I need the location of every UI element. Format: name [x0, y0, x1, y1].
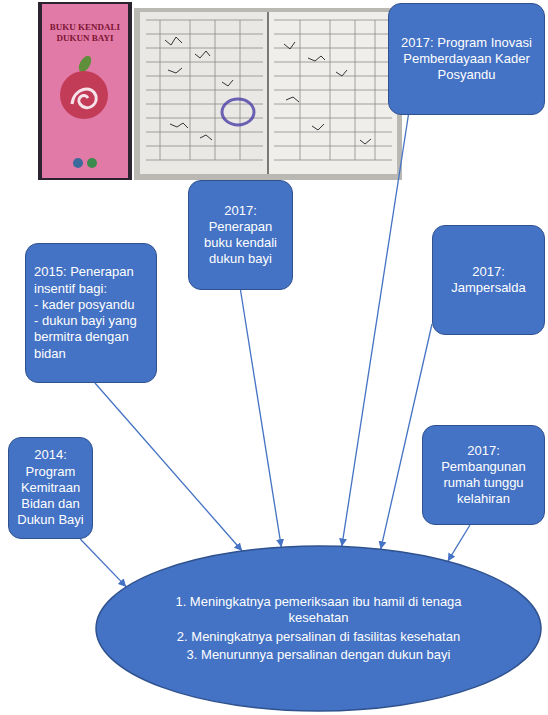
photo-ground — [38, 2, 132, 180]
arrow-connector — [80, 539, 126, 587]
box-text: 2014: Program Kemitraan Bidan dan Dukun … — [17, 447, 84, 528]
outcome-list: 1. Meningkatnya pemeriksaan ibu hamil di… — [169, 591, 469, 665]
box-text: - kader posyandu — [34, 297, 148, 313]
emblem-swirl — [72, 89, 96, 108]
program-box: 2017: Program Inovasi Pemberdayaan Kader… — [388, 3, 545, 115]
arrow-connector — [342, 115, 409, 546]
program-box: 2017: Pembangunan rumah tunggu kelahiran — [422, 425, 545, 525]
program-box: 2017: Penerapan buku kendali dukun bayi — [188, 180, 293, 290]
box-text: 2017: Program Inovasi Pemberdayaan Kader… — [397, 35, 536, 84]
table-grid — [274, 20, 392, 160]
outcome-ellipse: 1. Meningkatnya pemeriksaan ibu hamil di… — [95, 545, 542, 712]
arrow-connector — [95, 383, 242, 551]
box-text: - dukun bayi yang bermitra dengan bidan — [34, 313, 148, 362]
program-box: 2014: Program Kemitraan Bidan dan Dukun … — [8, 437, 93, 539]
outcome-item: 1. Meningkatnya pemeriksaan ibu hamil di… — [169, 594, 469, 625]
book-cover-photo — [38, 2, 132, 180]
logo-mark — [73, 158, 83, 168]
book-page — [269, 12, 397, 174]
box-text: 2017: Jampersalda — [441, 264, 536, 297]
outcome-item: 3. Menurunnya persalinan dengan dukun ba… — [169, 647, 469, 663]
stamp-mark — [222, 99, 254, 125]
cover-page — [42, 4, 128, 178]
logo-mark — [87, 158, 97, 168]
book-spine — [267, 12, 269, 174]
ellipse-outline — [96, 546, 541, 711]
outcome-item: 2. Meningkatnya persalinan di fasilitas … — [169, 629, 469, 645]
box-text: 2015: Penerapan insentif bagi: — [34, 264, 148, 297]
photo-ground — [134, 8, 402, 180]
arrow-connector — [241, 290, 282, 547]
arrow-connector — [448, 525, 470, 561]
program-box: 2017: Jampersalda — [432, 225, 545, 335]
table-grid — [146, 20, 263, 160]
program-box: 2015: Penerapan insentif bagi:- kader po… — [25, 243, 157, 383]
cover-title: BUKU KENDALI DUKUN BAYI — [46, 22, 124, 44]
open-book-photo — [134, 8, 402, 180]
book-page — [140, 12, 267, 174]
box-text: 2017: Pembangunan rumah tunggu kelahiran — [431, 443, 536, 508]
cover-emblem — [60, 71, 108, 119]
box-text: 2017: Penerapan buku kendali dukun bayi — [197, 203, 284, 268]
